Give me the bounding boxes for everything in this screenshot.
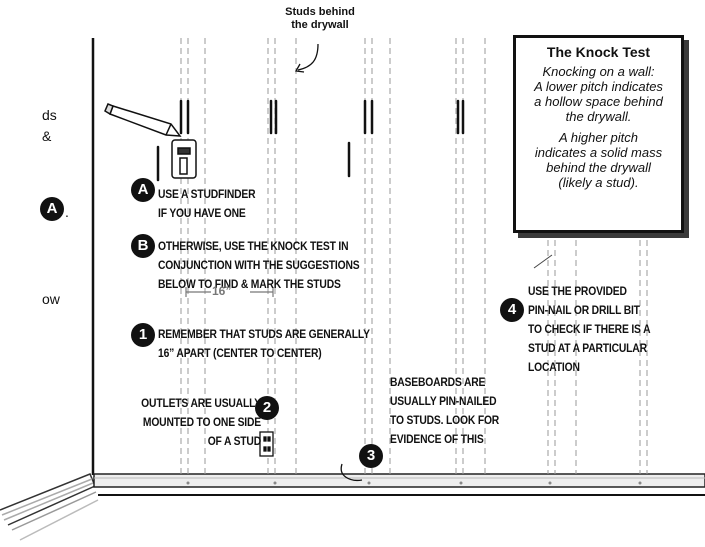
step-4-line: PIN-NAIL OR DRILL BIT [528, 303, 640, 317]
step-2-line: OF A STUD [207, 434, 261, 448]
cutoff-period: . [65, 204, 69, 220]
baseboard-nails [186, 481, 642, 485]
pin-nail [533, 254, 553, 269]
cutoff-text-c: ow [42, 291, 60, 307]
step-4-text: USE THE PROVIDED PIN-NAIL OR DRILL BIT T… [528, 282, 651, 377]
step-4-line: STUD AT A PARTICULAR [528, 341, 647, 355]
spacing-bracket [185, 287, 274, 297]
baseboard [93, 473, 705, 488]
cutoff-text-b: & [42, 128, 52, 144]
left-baseboard [0, 473, 99, 541]
studs-callout-line-1: Studs behind [285, 6, 355, 18]
step-3-line: BASEBOARDS ARE [390, 375, 486, 389]
knock-test-title: The Knock Test [546, 44, 651, 60]
knock-test-paragraph-2: A higher pitch indicates a solid mass be… [520, 130, 677, 190]
knock-p1-line: A lower pitch indicates [534, 79, 663, 94]
step-1-badge: 1 [131, 323, 155, 347]
step-3-badge: 3 [359, 444, 383, 468]
step-a-badge: A [131, 178, 155, 202]
step-2-text: OUTLETS ARE USUALLY MOUNTED TO ONE SIDE … [126, 394, 261, 451]
studs-callout-line-2: the drywall [291, 19, 349, 31]
step-2-badge: 2 [255, 396, 279, 420]
step-b-badge: B [131, 234, 155, 258]
cutoff-badge-a: A [40, 197, 64, 221]
step-3-text: BASEBOARDS ARE USUALLY PIN-NAILED TO STU… [390, 373, 499, 449]
step-a-line: USE A STUDFINDER [158, 187, 256, 201]
step-b-line: CONJUNCTION WITH THE SUGGESTIONS [158, 258, 360, 272]
knock-test-paragraph-1: Knocking on a wall: A lower pitch indica… [520, 64, 677, 124]
step-4-line: LOCATION [528, 360, 580, 374]
step-2-line: MOUNTED TO ONE SIDE [142, 415, 261, 429]
knock-test-box: The Knock Test Knocking on a wall: A low… [513, 35, 684, 233]
knock-p1-line: the drywall. [565, 109, 632, 124]
knock-p2-line: indicates a solid mass [534, 145, 663, 160]
studs-callout-arrow [297, 43, 319, 71]
pencil-icon [104, 103, 182, 137]
step-a-line: IF YOU HAVE ONE [158, 206, 246, 220]
step-4-line: TO CHECK IF THERE IS A [528, 322, 651, 336]
step-1-line: 16” APART (CENTER TO CENTER) [158, 346, 322, 360]
knock-p2-line: behind the drywall [546, 160, 651, 175]
cutoff-text-a: ds [42, 107, 57, 123]
knock-p1-line: Knocking on a wall: [542, 64, 655, 79]
step-b-line: BELOW TO FIND & MARK THE STUDS [158, 277, 341, 291]
step-3-line: TO STUDS. LOOK FOR [390, 413, 500, 427]
knock-p2-line: A higher pitch [558, 130, 638, 145]
step-a-text: USE A STUDFINDER IF YOU HAVE ONE [158, 185, 256, 223]
outlet-icon [259, 431, 274, 457]
step-b-text: OTHERWISE, USE THE KNOCK TEST IN CONJUNC… [158, 237, 360, 294]
nail-curved-arrow [340, 463, 363, 482]
step-1-text: REMEMBER THAT STUDS ARE GENERALLY 16” AP… [158, 325, 370, 363]
knock-p1-line: a hollow space behind [534, 94, 663, 109]
step-b-line: OTHERWISE, USE THE KNOCK TEST IN [158, 239, 349, 253]
knock-p2-line: (likely a stud). [558, 175, 639, 190]
step-3-line: USUALLY PIN-NAILED [390, 394, 497, 408]
spacing-label: 16” [212, 284, 232, 298]
pencil-marks [156, 99, 465, 182]
step-1-line: REMEMBER THAT STUDS ARE GENERALLY [158, 327, 370, 341]
step-4-line: USE THE PROVIDED [528, 284, 627, 298]
studs-callout: Studs behind the drywall [275, 6, 365, 32]
step-2-line: OUTLETS ARE USUALLY [141, 396, 261, 410]
step-3-line: EVIDENCE OF THIS [390, 432, 484, 446]
studfinder-icon [171, 139, 197, 179]
step-4-badge: 4 [500, 298, 524, 322]
